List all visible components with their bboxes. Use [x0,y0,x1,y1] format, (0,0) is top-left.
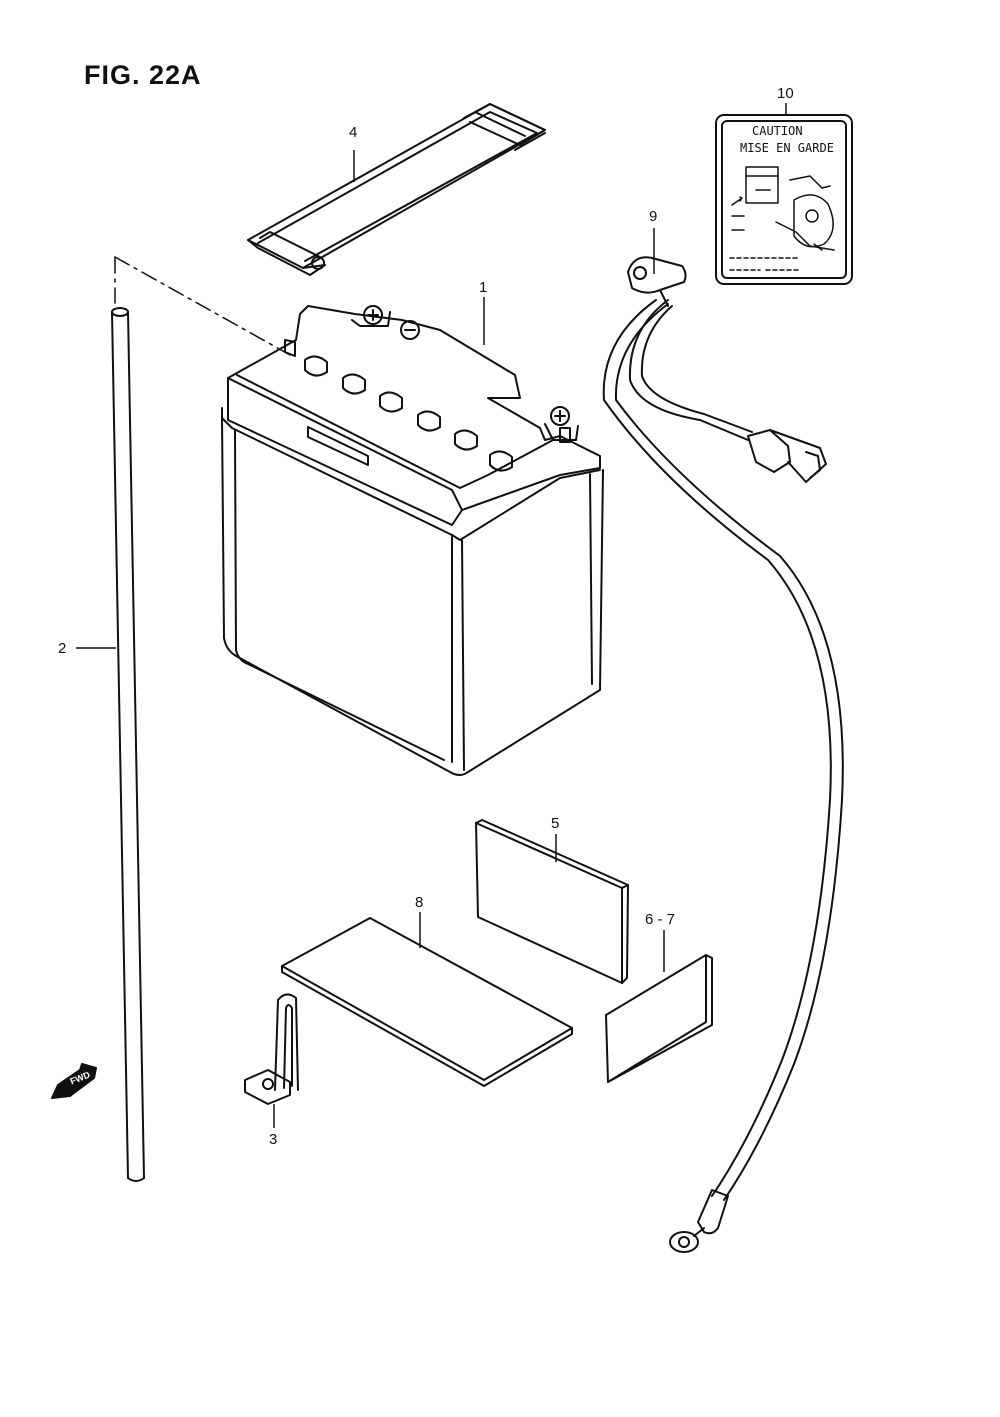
battery-pad-8 [281,917,573,1087]
callout-3: 3 [269,1131,278,1148]
callout-10: 10 [777,85,794,102]
leader-lines [76,103,787,1128]
battery-terminals [351,305,579,443]
battery-pad-5 [475,819,629,984]
fwd-arrow-icon [51,1063,97,1099]
caution-label [715,114,853,285]
callout-5: 5 [551,815,560,832]
hose-routing-line [114,256,291,356]
callout-2: 2 [58,640,67,657]
battery-cell-caps [304,355,513,472]
caution-label-line2: MISE EN GARDE [740,141,834,155]
callout-4: 4 [349,124,358,141]
vent-hose [111,307,145,1182]
battery [221,305,604,776]
lead-wire [602,256,844,1253]
hose-clamp [244,993,299,1105]
callout-6-7: 6 - 7 [645,911,676,928]
callout-8: 8 [415,894,424,911]
callout-9: 9 [649,208,658,225]
battery-pad-6-7 [605,954,713,1083]
caution-label-line1: CAUTION [752,124,803,138]
figure-title: FIG. 22A [84,60,202,90]
callout-1: 1 [479,279,488,296]
battery-strap [247,103,546,276]
